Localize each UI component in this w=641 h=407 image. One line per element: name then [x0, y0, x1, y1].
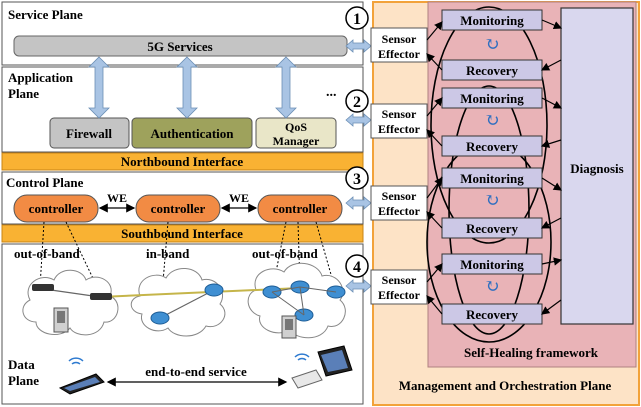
- service-plane-label: Service Plane: [8, 7, 83, 22]
- sensor-label-3: Sensor: [382, 189, 417, 203]
- recovery-label-4: Recovery: [466, 307, 518, 322]
- mano-plane-label: Management and Orchestration Plane: [399, 378, 612, 393]
- we-label-left: WE: [107, 191, 127, 205]
- access-point-icons: [53, 307, 297, 339]
- monitoring-label-3: Monitoring: [460, 171, 524, 186]
- sensor-label-2: Sensor: [382, 107, 417, 121]
- diagnosis-box: [560, 7, 634, 325]
- wifi-icon-right: [294, 353, 310, 361]
- sensor-label-4: Sensor: [382, 273, 417, 287]
- firewall-box: [49, 117, 130, 149]
- step-2-label: 2: [353, 94, 361, 111]
- effector-label-3: Effector: [378, 204, 421, 218]
- sensor-effector-box-1: [370, 27, 428, 63]
- switch-icons: [32, 280, 346, 325]
- tablet-icon-right: [317, 345, 353, 377]
- step-1-circle: [345, 6, 369, 30]
- service-box-label: 5G Services: [147, 39, 212, 54]
- northbound-interface-bar: [1, 152, 364, 171]
- cycle-icon-2: ↻: [484, 110, 499, 130]
- step-3-circle: [345, 166, 369, 190]
- cycle-icon-4: ↻: [484, 276, 499, 296]
- data-plane-label-2: Plane: [8, 373, 39, 388]
- sensor-effector-box-4: [370, 269, 428, 305]
- controller-middle: [135, 194, 221, 223]
- self-healing-framework-label: Self-Healing framework: [464, 345, 599, 360]
- service-app-arrows: [88, 56, 297, 119]
- data-plane-label-1: Data: [8, 357, 35, 372]
- authentication-box: [131, 117, 253, 149]
- controller-right-label: controller: [273, 201, 328, 216]
- qos-label-2: Manager: [273, 134, 320, 148]
- step-1-label: 1: [353, 11, 361, 28]
- application-plane-label-2: Plane: [8, 86, 39, 101]
- recovery-label-3: Recovery: [466, 221, 518, 236]
- tablet-icon: [58, 373, 105, 395]
- network-clouds: [22, 262, 346, 339]
- cycle-icon-3: ↻: [484, 190, 499, 210]
- step-3-label: 3: [353, 171, 361, 188]
- effector-label-4: Effector: [378, 288, 421, 302]
- application-plane-label-1: Application: [8, 70, 74, 85]
- recovery-label-1: Recovery: [466, 63, 518, 78]
- southbound-interface-label: Southbound Interface: [121, 226, 243, 241]
- monitoring-label-4: Monitoring: [460, 257, 524, 272]
- southbound-interface-bar: [1, 224, 364, 243]
- inband-label: in-band: [146, 246, 190, 261]
- controller-middle-label: controller: [151, 201, 206, 216]
- sensor-label-1: Sensor: [382, 32, 417, 46]
- controller-right: [257, 194, 343, 223]
- oob-left-label: out-of-band: [14, 246, 81, 261]
- step-2-circle: [345, 89, 369, 113]
- inband-link: [159, 289, 215, 319]
- apps-ellipsis: ...: [326, 85, 337, 100]
- northbound-interface-label: Northbound Interface: [121, 154, 244, 169]
- effector-label-1: Effector: [378, 47, 421, 61]
- cycle-icon-1: ↻: [484, 34, 499, 54]
- wifi-icon-left: [68, 357, 84, 365]
- qos-manager-box: [255, 117, 337, 149]
- sensor-effector-box-3: [370, 185, 428, 221]
- we-label-right: WE: [229, 191, 249, 205]
- step-4-label: 4: [353, 259, 361, 276]
- e2e-label: end-to-end service: [145, 364, 247, 379]
- effector-label-2: Effector: [378, 122, 421, 136]
- step-4-circle: [345, 254, 369, 278]
- monitoring-label-2: Monitoring: [460, 91, 524, 106]
- diagnosis-links: [540, 19, 563, 315]
- controller-left-label: controller: [29, 201, 84, 216]
- oob-right-label: out-of-band: [252, 246, 319, 261]
- control-plane-label: Control Plane: [6, 175, 84, 190]
- diagnosis-label: Diagnosis: [570, 161, 623, 176]
- firewall-label: Firewall: [66, 126, 112, 141]
- step-connectors: 1 Sensor Effector 2 Sensor Effector 3 Se…: [345, 6, 428, 305]
- controller-left: [13, 194, 99, 223]
- qos-label-1: QoS: [285, 120, 307, 134]
- authentication-label: Authentication: [150, 126, 234, 141]
- monitoring-label-1: Monitoring: [460, 13, 524, 28]
- phone-icon: [291, 369, 323, 389]
- se-links: [426, 21, 443, 315]
- sensor-effector-box-2: [370, 103, 428, 139]
- recovery-label-2: Recovery: [466, 139, 518, 154]
